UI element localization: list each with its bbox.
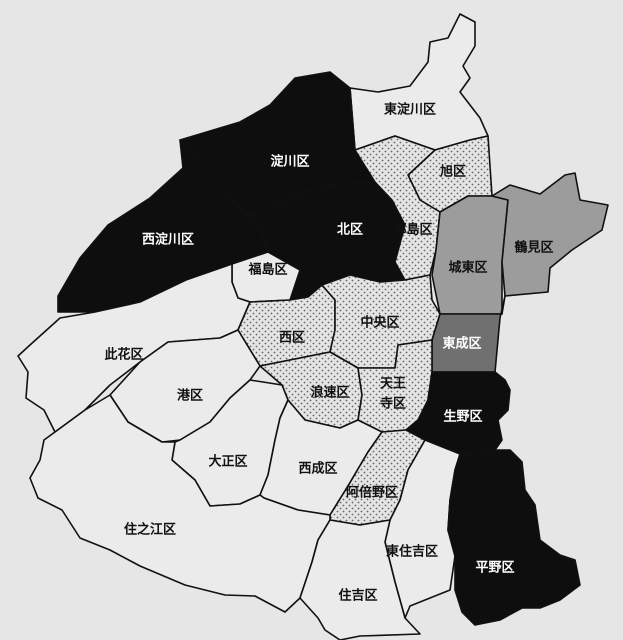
ward-joto[interactable] (431, 195, 509, 315)
ward-labels: 東淀川区 淀川区 西淀川区 北区 旭区 都島区 城東区 鶴見区 福島区 此花区 … (104, 102, 553, 604)
label-nishiyodogawa: 西淀川区 (142, 232, 194, 248)
ward-tsurumi[interactable] (491, 172, 609, 297)
label-fukushima: 福島区 (247, 262, 287, 278)
label-higashiyodogawa: 東淀川区 (384, 102, 436, 118)
label-yodogawa: 淀川区 (270, 154, 309, 170)
ward-hirano[interactable] (447, 449, 581, 626)
label-nishinari: 西成区 (298, 461, 337, 477)
label-minato: 港区 (177, 388, 203, 404)
label-taisho: 大正区 (208, 454, 247, 470)
label-higashinari: 東成区 (442, 336, 481, 352)
label-higashisumiyoshi: 東住吉区 (386, 544, 438, 560)
label-ikuno: 生野区 (443, 409, 482, 425)
label-abeno: 阿倍野区 (346, 485, 398, 501)
label-joto: 城東区 (448, 260, 487, 276)
label-chuo: 中央区 (360, 315, 399, 331)
label-suminoe: 住之江区 (124, 522, 176, 538)
label-tennoji-line-1: 天王 (380, 377, 406, 392)
label-tennoji-line-2: 寺区 (380, 396, 406, 412)
label-nishi: 西区 (279, 331, 305, 346)
label-konohana: 此花区 (104, 347, 143, 363)
label-tsurumi: 鶴見区 (514, 240, 553, 256)
label-miyakojima: 都島区 (392, 222, 432, 238)
label-naniwa: 浪速区 (310, 385, 349, 401)
label-hirano: 平野区 (475, 561, 514, 576)
ward-sumiyoshi[interactable] (299, 519, 421, 640)
label-kita: 北区 (337, 223, 363, 238)
label-asahi: 旭区 (439, 164, 466, 180)
label-sumiyoshi: 住吉区 (338, 588, 377, 604)
ward-miyakojima[interactable] (354, 135, 441, 281)
